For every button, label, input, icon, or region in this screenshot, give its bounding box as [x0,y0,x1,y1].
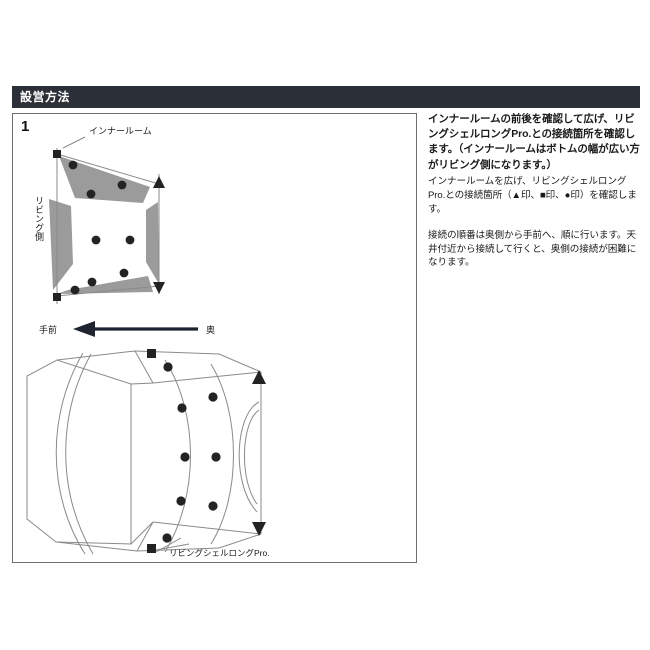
product-name-label: リビングシェルロングPro. [169,548,270,558]
front-direction-label: 手前 [39,324,57,335]
inner-room-shading [49,156,159,294]
tent-marker-square [147,349,156,553]
instruction-bold-paragraph: インナールームの前後を確認して広げ、リビングシェルロングPro.との接続箇所を確… [428,113,640,171]
inner-room-figure: インナールーム リビング側 [34,126,165,304]
tent-body-outline [26,350,262,552]
step-number: 1 [21,118,30,135]
page-title: 設営方法 [20,90,71,104]
inner-room-guide-rails [56,148,160,304]
back-direction-label: 奥 [206,324,215,335]
section-header-bar: 設営方法 [8,86,640,108]
tent-marker-triangle [252,370,266,536]
living-shell-figure: リビングシェルロングPro. [26,349,270,558]
instruction-paragraph-2: 接続の順番は奥側から手前へ、順に行います。天井付近から接続して行くと、奥側の接続… [428,229,637,269]
direction-arrow-group: 手前 奥 [39,321,215,337]
header-accent-bar [8,86,12,108]
inner-room-label: インナールーム [89,126,152,136]
product-leader-lines [155,537,190,553]
instruction-text-block: インナールームの前後を確認して広げ、リビングシェルロングPro.との接続箇所を確… [428,112,640,272]
diagram-panel: 1 [12,113,417,563]
tent-seam-arcs [55,352,234,555]
setup-diagram: インナールーム リビング側 手前 奥 [26,126,270,558]
connection-marker-triangle [153,176,165,294]
tent-marker-circle [162,362,221,543]
connection-marker-circle [68,160,135,295]
connection-marker-square [53,150,61,301]
tent-rear-door-detail [238,401,260,513]
arrow-head-icon [73,321,95,337]
living-side-label: リビング側 [34,196,44,241]
instruction-paragraph-1: インナールームを広げ、リビングシェルロングPro.との接続箇所（▲印、■印、●印… [428,175,637,215]
paragraph-spacer [428,219,640,229]
